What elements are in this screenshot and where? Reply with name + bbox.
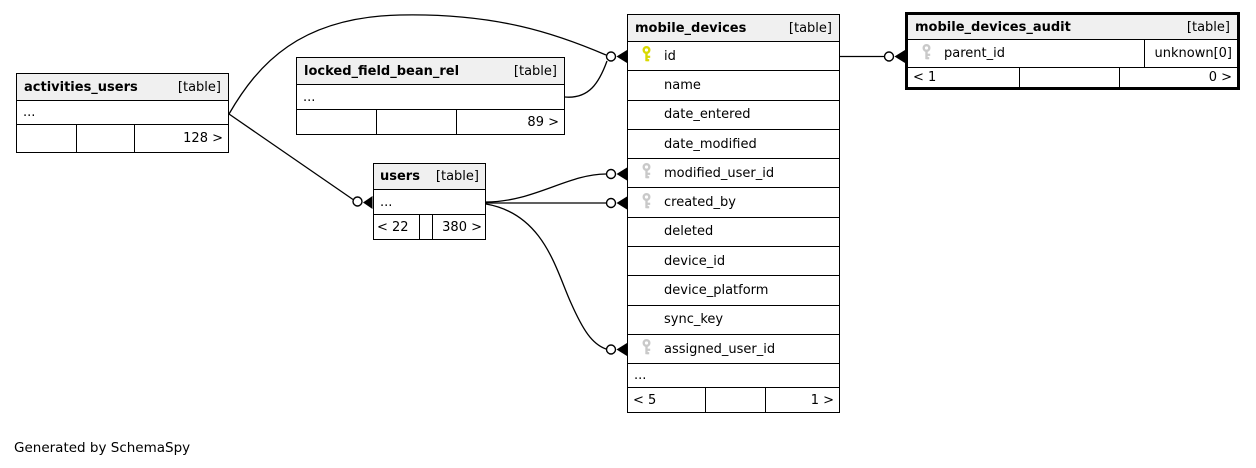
column-label: id bbox=[664, 48, 676, 64]
primary-key-icon bbox=[641, 46, 652, 66]
table-type-label: [table] bbox=[435, 169, 479, 184]
mid-stat bbox=[1020, 68, 1120, 87]
table-type-label: [table] bbox=[1186, 19, 1230, 35]
table-name: activities_users bbox=[24, 79, 138, 95]
table-type-label: [table] bbox=[177, 79, 221, 95]
table-name: mobile_devices_audit bbox=[915, 19, 1071, 35]
table-activities-users[interactable]: activities_users [table] ... 128 > bbox=[16, 73, 229, 153]
table-stats-row: < 5 1 > bbox=[628, 388, 839, 413]
table-locked-field-bean-rel[interactable]: locked_field_bean_rel [table] ... 89 > bbox=[296, 57, 565, 135]
parents-stat bbox=[17, 125, 77, 152]
foreign-key-icon bbox=[641, 339, 652, 359]
mid-stat bbox=[420, 215, 433, 239]
table-stats-row: 128 > bbox=[17, 125, 228, 152]
table-name: locked_field_bean_rel bbox=[304, 63, 460, 79]
table-type-label: [table] bbox=[513, 63, 557, 79]
column-row-device-platform: device_platform bbox=[628, 276, 839, 306]
ellipsis-label: ... bbox=[303, 89, 316, 105]
column-label: date_entered bbox=[664, 107, 751, 123]
column-label: parent_id bbox=[944, 46, 1005, 61]
table-name: mobile_devices bbox=[635, 20, 747, 36]
edge-activities-users-to-users bbox=[228, 113, 354, 201]
edge-activities-users-to-mobile-devices-id bbox=[228, 14, 607, 115]
column-label: sync_key bbox=[664, 312, 724, 328]
column-row-sync-key: sync_key bbox=[628, 305, 839, 335]
children-stat: 0 > bbox=[1208, 70, 1232, 85]
connector-glyph-mobile-devices-id bbox=[605, 50, 627, 63]
children-stat: 1 > bbox=[810, 392, 834, 408]
table-users[interactable]: users [table] ... < 22 380 > bbox=[373, 163, 486, 240]
connector-glyph-assigned-user-id bbox=[605, 343, 627, 356]
column-row-device-id: device_id bbox=[628, 247, 839, 277]
foreign-key-icon bbox=[641, 192, 652, 213]
mid-stat bbox=[377, 110, 457, 134]
generator-credit: Generated by SchemaSpy bbox=[14, 440, 191, 456]
column-row-name: name bbox=[628, 71, 839, 101]
column-label: modified_user_id bbox=[664, 165, 775, 181]
table-header: users [table] bbox=[374, 164, 485, 190]
parents-stat bbox=[297, 110, 377, 134]
parents-stat: < 22 bbox=[374, 215, 420, 239]
mid-stat bbox=[706, 388, 766, 413]
table-header: activities_users [table] bbox=[17, 74, 228, 101]
column-label: date_modified bbox=[664, 136, 757, 152]
ellipsis-label: ... bbox=[380, 194, 393, 210]
foreign-key-icon bbox=[921, 43, 932, 64]
table-stats-row: 89 > bbox=[297, 110, 564, 134]
connector-glyph-users bbox=[352, 196, 373, 209]
parents-stat: < 1 bbox=[908, 68, 1020, 87]
column-row-deleted: deleted bbox=[628, 217, 839, 248]
column-type-note: unknown[0] bbox=[1144, 40, 1237, 67]
column-row-assigned-user-id: assigned_user_id bbox=[628, 334, 839, 365]
connector-glyph-audit-parent-id bbox=[883, 50, 905, 63]
connector-glyph-modified-user-id bbox=[605, 167, 627, 181]
table-header: mobile_devices [table] bbox=[628, 15, 839, 42]
table-type-label: [table] bbox=[788, 20, 832, 36]
table-mobile-devices-audit[interactable]: mobile_devices_audit [table] parent_id u… bbox=[905, 12, 1240, 90]
mid-stat bbox=[77, 125, 135, 152]
edge-users-to-modified-user-id bbox=[485, 173, 607, 203]
foreign-key-icon bbox=[641, 163, 652, 183]
column-label: assigned_user_id bbox=[664, 341, 776, 357]
table-mobile-devices[interactable]: mobile_devices [table] id name date_ente… bbox=[627, 14, 840, 414]
table-stats-row: < 22 380 > bbox=[374, 215, 485, 239]
column-row-date-entered: date_entered bbox=[628, 100, 839, 130]
children-stat: 89 > bbox=[527, 114, 559, 130]
parents-stat: < 5 bbox=[628, 388, 706, 413]
connector-glyphs bbox=[352, 50, 905, 356]
children-stat: 380 > bbox=[442, 219, 482, 235]
table-header: locked_field_bean_rel [table] bbox=[297, 58, 564, 85]
column-row-id: id bbox=[628, 42, 839, 72]
connector-glyph-created-by bbox=[605, 196, 627, 210]
columns-ellipsis-row: ... bbox=[628, 364, 839, 389]
column-label: deleted bbox=[664, 224, 714, 240]
column-label: created_by bbox=[664, 195, 736, 211]
column-row-date-modified: date_modified bbox=[628, 129, 839, 160]
edge-locked-field-bean-rel-to-mobile-devices-id bbox=[564, 60, 608, 98]
columns-ellipsis-row: ... bbox=[374, 190, 485, 215]
columns-ellipsis-row: ... bbox=[17, 101, 228, 125]
children-stat: 128 > bbox=[183, 131, 223, 146]
column-label: device_id bbox=[664, 253, 726, 269]
column-label: name bbox=[664, 77, 701, 93]
column-row-modified-user-id: modified_user_id bbox=[628, 159, 839, 189]
table-stats-row: < 1 0 > bbox=[908, 68, 1237, 87]
table-header: mobile_devices_audit [table] bbox=[908, 15, 1237, 40]
column-row-parent-id: parent_id unknown[0] bbox=[908, 40, 1237, 68]
column-label: device_platform bbox=[664, 283, 769, 299]
ellipsis-label: ... bbox=[23, 105, 36, 120]
column-row-created-by: created_by bbox=[628, 188, 839, 218]
columns-ellipsis-row: ... bbox=[297, 85, 564, 110]
edge-users-to-assigned-user-id bbox=[485, 203, 607, 350]
ellipsis-label: ... bbox=[634, 368, 647, 384]
table-name: users bbox=[380, 169, 420, 184]
